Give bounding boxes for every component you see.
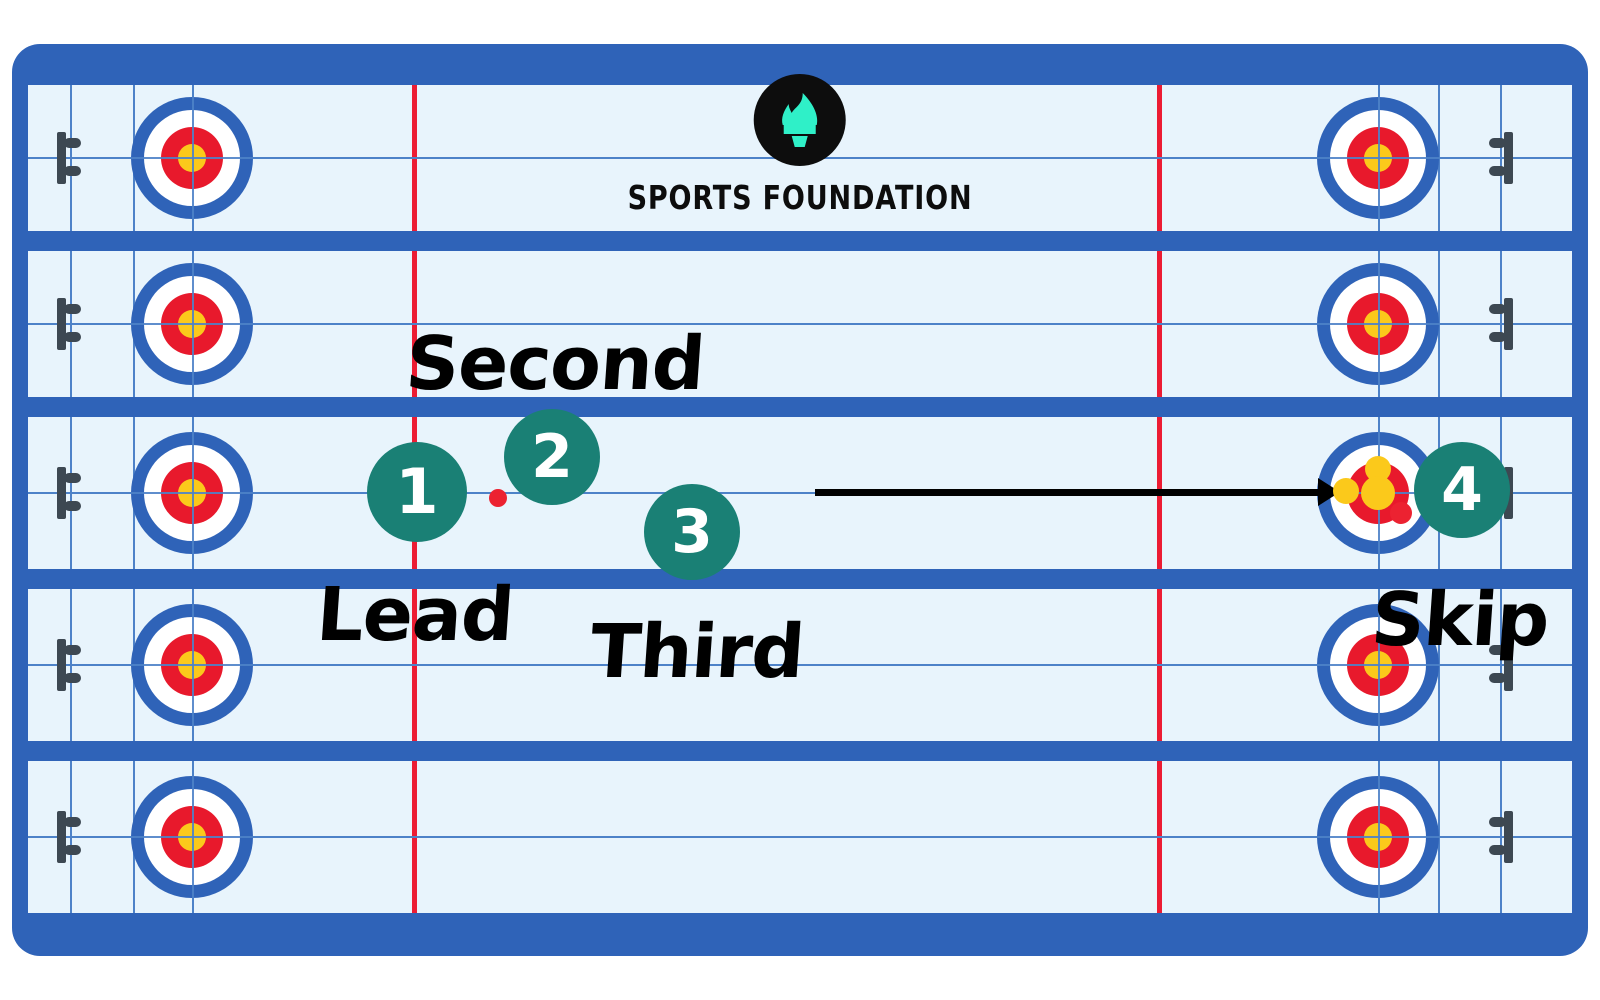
hack-left-icon (57, 467, 83, 519)
center-line-over (28, 664, 1572, 666)
hack-right-icon (1487, 132, 1513, 184)
brand-block: SPORTS FOUNDATION (590, 74, 1011, 217)
hack-right-icon (1487, 298, 1513, 350)
center-line-over (28, 492, 1572, 494)
stone-red-house (1390, 502, 1412, 524)
torch-flame-icon (753, 74, 846, 166)
stone-yellow-left (1333, 478, 1359, 504)
stone-red-mid (489, 489, 507, 507)
center-line-over (28, 323, 1572, 325)
label-second: Second (403, 321, 707, 407)
sheet-5 (28, 761, 1572, 913)
sheet-4 (28, 589, 1572, 741)
marker-lead-number: 1 (395, 455, 439, 528)
hack-right-icon (1487, 811, 1513, 863)
marker-lead[interactable]: 1 (367, 442, 467, 542)
hack-left-icon (57, 811, 83, 863)
marker-third-number: 3 (671, 497, 713, 567)
delivery-direction-arrow-shaft (815, 489, 1318, 496)
sheet-2 (28, 251, 1572, 397)
label-skip: Skip (1368, 577, 1552, 663)
marker-third[interactable]: 3 (644, 484, 740, 580)
marker-skip-number: 4 (1441, 455, 1483, 525)
label-lead: Lead (313, 572, 517, 658)
hack-left-icon (57, 298, 83, 350)
hack-left-icon (57, 132, 83, 184)
stone-yellow-button (1361, 476, 1395, 510)
marker-second-number: 2 (531, 422, 573, 492)
hack-left-icon (57, 639, 83, 691)
brand-name: SPORTS FOUNDATION (627, 178, 973, 217)
marker-skip[interactable]: 4 (1414, 442, 1510, 538)
marker-second[interactable]: 2 (504, 409, 600, 505)
label-third: Third (587, 609, 807, 695)
center-line-over (28, 836, 1572, 838)
